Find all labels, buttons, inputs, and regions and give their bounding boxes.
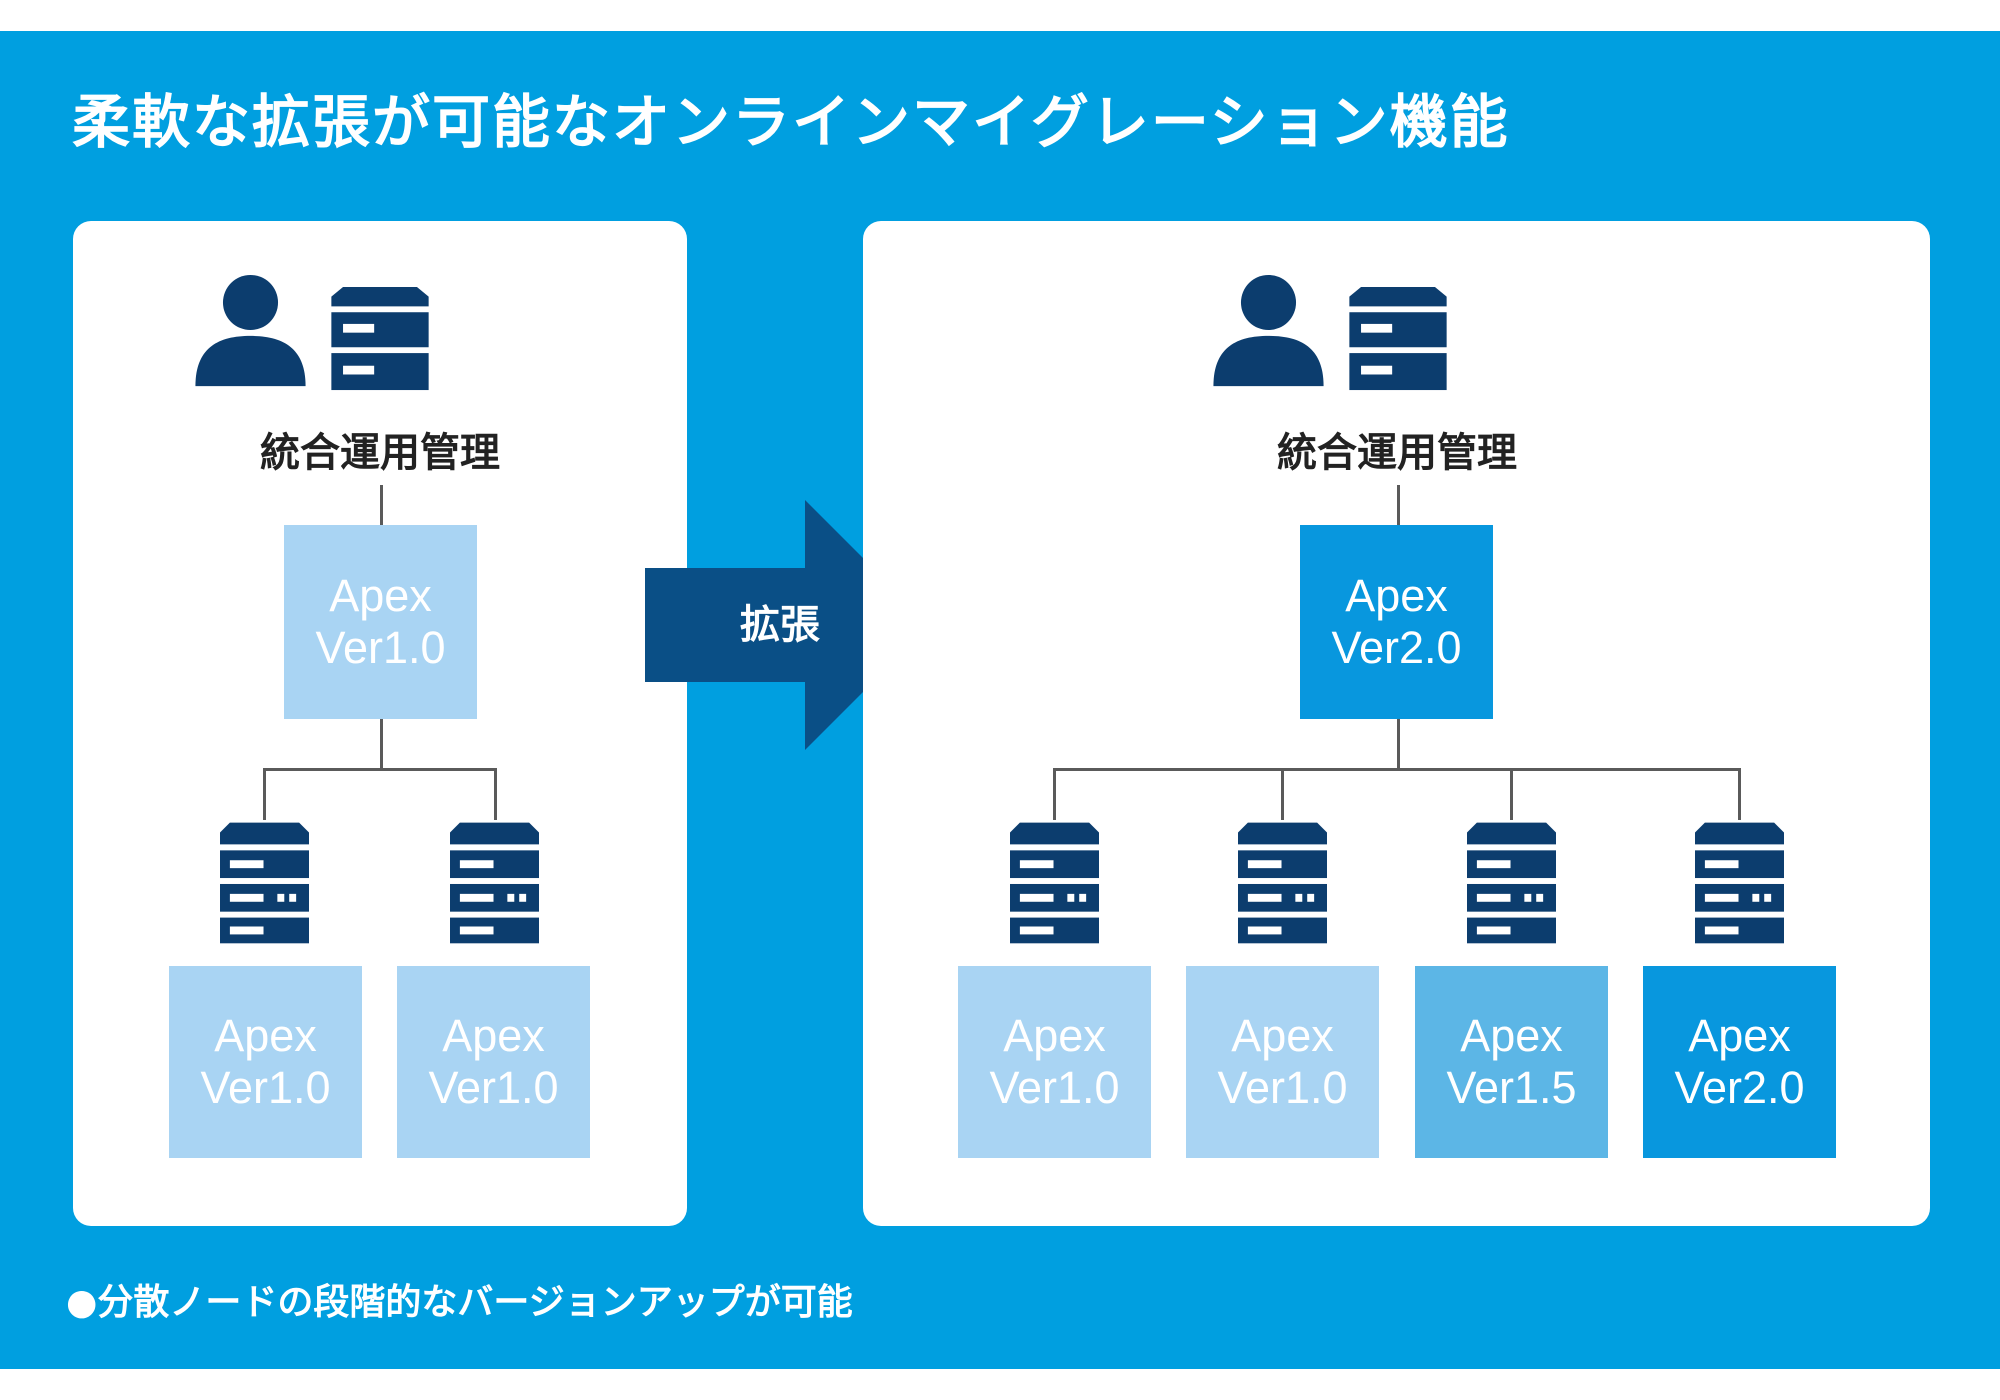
product-label: Apex — [329, 570, 432, 621]
connector-line — [1053, 768, 1741, 771]
connector-line — [1510, 768, 1513, 820]
node-box: Apex Ver1.0 — [958, 966, 1151, 1158]
version-label: Ver1.5 — [1446, 1062, 1577, 1113]
version-label: Ver1.0 — [1217, 1062, 1348, 1113]
version-label: Ver2.0 — [1331, 622, 1462, 673]
product-label: Apex — [1688, 1010, 1791, 1061]
product-label: Apex — [214, 1010, 317, 1061]
server-rack-icon — [1467, 820, 1556, 944]
connector-line — [1281, 768, 1284, 820]
server-console-icon — [1346, 285, 1450, 392]
version-label: Ver1.0 — [315, 622, 446, 673]
footnote: ●分散ノードの段階的なバージョンアップが可能 — [66, 1282, 853, 1323]
connector-line — [263, 768, 266, 820]
connector-line — [1397, 719, 1400, 769]
product-label: Apex — [1460, 1010, 1563, 1061]
version-label: Ver1.0 — [989, 1062, 1120, 1113]
node-box: Apex Ver1.0 — [169, 966, 362, 1158]
product-label: Apex — [1003, 1010, 1106, 1061]
connector-line — [380, 719, 383, 769]
version-label: Ver2.0 — [1674, 1062, 1805, 1113]
server-rack-icon — [1238, 820, 1327, 944]
connector-line — [263, 768, 497, 771]
page-title: 柔軟な拡張が可能なオンラインマイグレーション機能 — [72, 88, 1510, 156]
management-label: 統合運用管理 — [1277, 430, 1517, 476]
connector-line — [1738, 768, 1741, 820]
arrow-label: 拡張 — [740, 602, 820, 648]
server-console-icon — [328, 285, 432, 392]
node-box: Apex Ver2.0 — [1643, 966, 1836, 1158]
server-rack-icon — [1695, 820, 1784, 944]
version-label: Ver1.0 — [200, 1062, 331, 1113]
central-node-box: Apex Ver1.0 — [284, 525, 477, 719]
connector-line — [494, 768, 497, 820]
server-rack-icon — [1010, 820, 1099, 944]
product-label: Apex — [442, 1010, 545, 1061]
central-node-box: Apex Ver2.0 — [1300, 525, 1493, 719]
connector-line — [380, 485, 383, 525]
version-label: Ver1.0 — [428, 1062, 559, 1113]
expand-arrow-icon — [645, 500, 930, 750]
server-rack-icon — [220, 820, 309, 944]
product-label: Apex — [1345, 570, 1448, 621]
connector-line — [1397, 485, 1400, 525]
node-box: Apex Ver1.5 — [1415, 966, 1608, 1158]
user-icon — [1208, 272, 1329, 390]
node-box: Apex Ver1.0 — [397, 966, 590, 1158]
management-label: 統合運用管理 — [260, 430, 500, 476]
connector-line — [1053, 768, 1056, 820]
user-icon — [190, 272, 311, 390]
server-rack-icon — [450, 820, 539, 944]
product-label: Apex — [1231, 1010, 1334, 1061]
node-box: Apex Ver1.0 — [1186, 966, 1379, 1158]
